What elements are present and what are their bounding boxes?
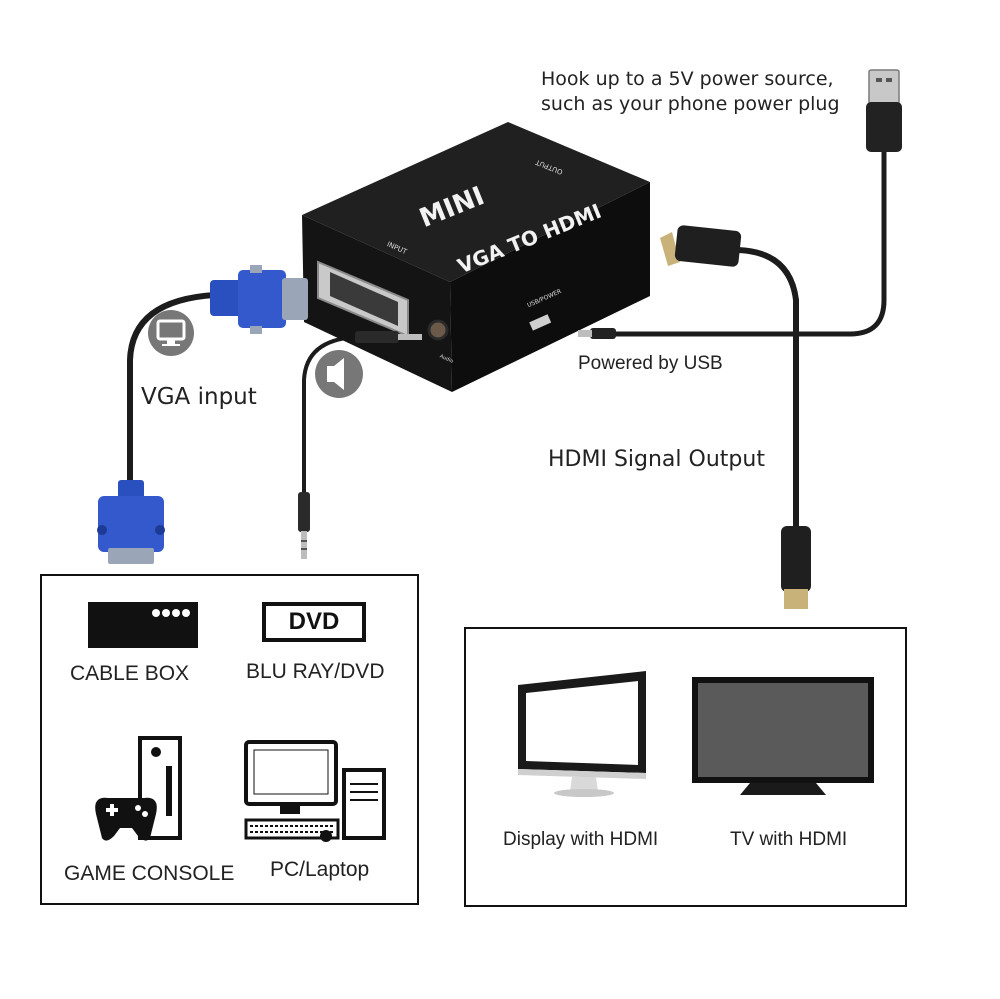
tv-icon: [692, 677, 874, 795]
hdmi-plug-bottom: [781, 526, 811, 609]
hdmi-plug-top: [660, 225, 742, 267]
cable-box-label: CABLE BOX: [70, 662, 190, 685]
adapter-usb-port: [529, 314, 552, 331]
source-devices-panel: CABLE BOX DVD BLU RAY/DVD GAME CONSOLE P…: [40, 574, 419, 905]
audio-plug-bottom: [298, 492, 310, 559]
game-console-label: GAME CONSOLE: [64, 862, 235, 885]
speaker-badge-icon: [315, 350, 363, 398]
vga-to-hdmi-adapter: MINI VGA TO HDMI OUTPUT INPUT USB/POWER …: [302, 122, 650, 392]
output-devices-panel: Display with HDMI TV with HDMI: [464, 627, 907, 907]
bluray-label: BLU RAY/DVD: [246, 660, 385, 683]
monitor-badge-icon: [148, 310, 194, 356]
pc-icon: [244, 740, 386, 842]
cable-box-icon: [88, 602, 198, 648]
display-label: Display with HDMI: [503, 829, 659, 850]
vga-connector-top: [210, 265, 308, 334]
power-note-line-2: such as your phone power plug: [541, 93, 840, 115]
usb-power-cable: [607, 147, 887, 337]
audio-plug-top: [355, 331, 422, 343]
vga-input-label: VGA input: [141, 384, 257, 410]
display-icon: [518, 671, 646, 797]
pc-label: PC/Laptop: [270, 858, 370, 881]
dvd-badge-text: DVD: [288, 608, 340, 635]
hdmi-output-label: HDMI Signal Output: [548, 447, 765, 472]
usb-plug: [866, 69, 902, 152]
usb-micro-plug: [578, 328, 616, 339]
adapter-audio-label: Audio: [439, 353, 454, 364]
vga-connector-bottom: [97, 480, 165, 564]
dvd-badge-icon: DVD: [262, 602, 366, 642]
powered-by-usb-label: Powered by USB: [578, 353, 723, 374]
power-note-line-1: Hook up to a 5V power source,: [541, 68, 834, 90]
game-console-icon: [95, 736, 182, 841]
adapter-top-face: [302, 122, 650, 282]
vga-cable: [127, 292, 218, 485]
hdmi-cable: [735, 247, 799, 533]
tv-label: TV with HDMI: [730, 829, 848, 850]
adapter-audio-jack: [427, 319, 449, 341]
adapter-side-face: [450, 182, 650, 392]
